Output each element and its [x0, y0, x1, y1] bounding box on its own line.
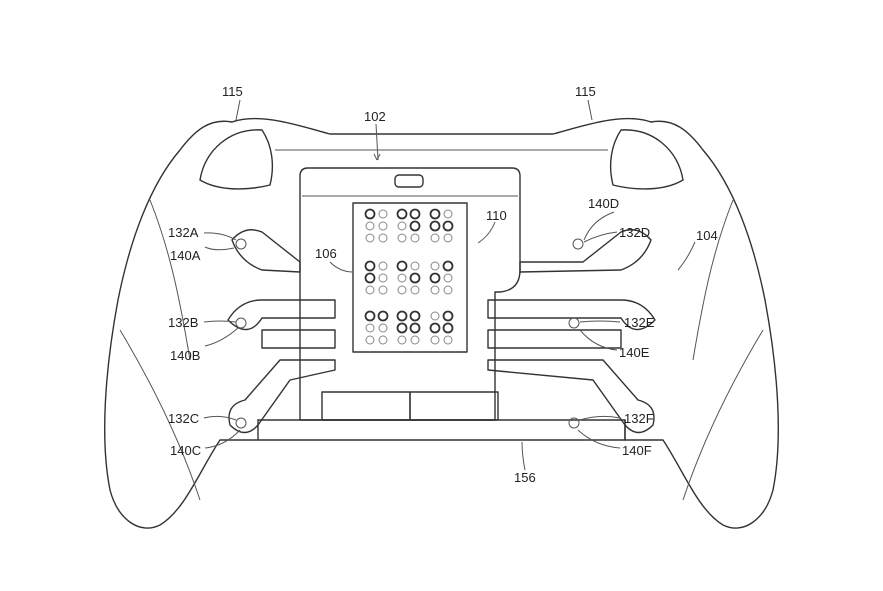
label-156: 156	[514, 470, 536, 485]
label-115-right: 115	[575, 84, 596, 99]
braille-dot	[378, 209, 388, 219]
braille-dot	[397, 335, 407, 345]
braille-dot-raised	[442, 322, 454, 334]
braille-dot	[410, 233, 420, 243]
braille-dot-raised	[409, 208, 421, 220]
braille-dot-raised	[429, 220, 441, 232]
braille-dot	[430, 261, 440, 271]
braille-dot	[443, 233, 453, 243]
braille-dot	[365, 323, 375, 333]
braille-dot	[430, 311, 440, 321]
label-115-left: 115	[222, 84, 243, 99]
touch-pad-right	[409, 391, 499, 421]
braille-dot	[365, 285, 375, 295]
braille-dot	[378, 261, 388, 271]
braille-dot-raised	[409, 220, 421, 232]
label-132d: 132D	[619, 225, 650, 240]
braille-dot	[410, 335, 420, 345]
braille-dot	[430, 233, 440, 243]
controller-body	[104, 117, 779, 529]
braille-dot	[365, 233, 375, 243]
braille-dot-raised	[377, 310, 389, 322]
accessory-module	[299, 167, 521, 421]
braille-dot	[430, 335, 440, 345]
braille-dot	[410, 261, 420, 271]
braille-dot	[397, 221, 407, 231]
label-104: 104	[696, 228, 718, 243]
braille-dot	[443, 209, 453, 219]
reference-labels: 115 115 102 110 106 104 132A 132B 132C 1…	[168, 84, 718, 485]
braille-dot-raised	[429, 208, 441, 220]
label-132c: 132C	[168, 411, 199, 426]
braille-dot	[378, 285, 388, 295]
braille-dot-raised	[442, 260, 454, 272]
label-132a: 132A	[168, 225, 199, 240]
braille-dot-raised	[442, 310, 454, 322]
braille-dot	[443, 285, 453, 295]
braille-dot-raised	[364, 272, 376, 284]
braille-dot	[378, 273, 388, 283]
braille-dot	[378, 233, 388, 243]
label-110: 110	[486, 208, 507, 223]
label-106: 106	[315, 246, 337, 261]
braille-dot-raised	[429, 272, 441, 284]
leader-lines	[203, 99, 696, 471]
braille-dot	[397, 285, 407, 295]
braille-dot-raised	[396, 310, 408, 322]
label-140f: 140F	[622, 443, 652, 458]
paddles	[227, 229, 656, 434]
braille-dot	[443, 273, 453, 283]
braille-dot	[365, 335, 375, 345]
braille-dots	[364, 208, 454, 345]
braille-dot	[430, 285, 440, 295]
braille-dot	[365, 221, 375, 231]
label-140a: 140A	[170, 248, 201, 263]
braille-dot	[378, 221, 388, 231]
braille-dot-raised	[409, 272, 421, 284]
label-132f: 132F	[624, 411, 654, 426]
braille-dot-raised	[364, 310, 376, 322]
braille-dot-raised	[396, 260, 408, 272]
braille-dot	[443, 335, 453, 345]
label-140d: 140D	[588, 196, 619, 211]
braille-dot-raised	[396, 208, 408, 220]
braille-dot	[378, 323, 388, 333]
label-140c: 140C	[170, 443, 201, 458]
braille-dot-raised	[442, 220, 454, 232]
braille-dot	[397, 233, 407, 243]
label-140e: 140E	[619, 345, 650, 360]
braille-panel	[352, 202, 468, 353]
braille-dot	[397, 273, 407, 283]
label-132e: 132E	[624, 315, 655, 330]
braille-dot	[410, 285, 420, 295]
braille-dot-raised	[364, 208, 376, 220]
touch-pad-left	[321, 391, 411, 421]
label-102: 102	[364, 109, 386, 124]
braille-dot-raised	[409, 310, 421, 322]
braille-dot-raised	[364, 260, 376, 272]
braille-dot	[378, 335, 388, 345]
label-140b: 140B	[170, 348, 200, 363]
braille-dot-raised	[429, 322, 441, 334]
braille-dot-raised	[396, 322, 408, 334]
usb-port	[394, 174, 424, 188]
braille-dot-raised	[409, 322, 421, 334]
label-132b: 132B	[168, 315, 198, 330]
